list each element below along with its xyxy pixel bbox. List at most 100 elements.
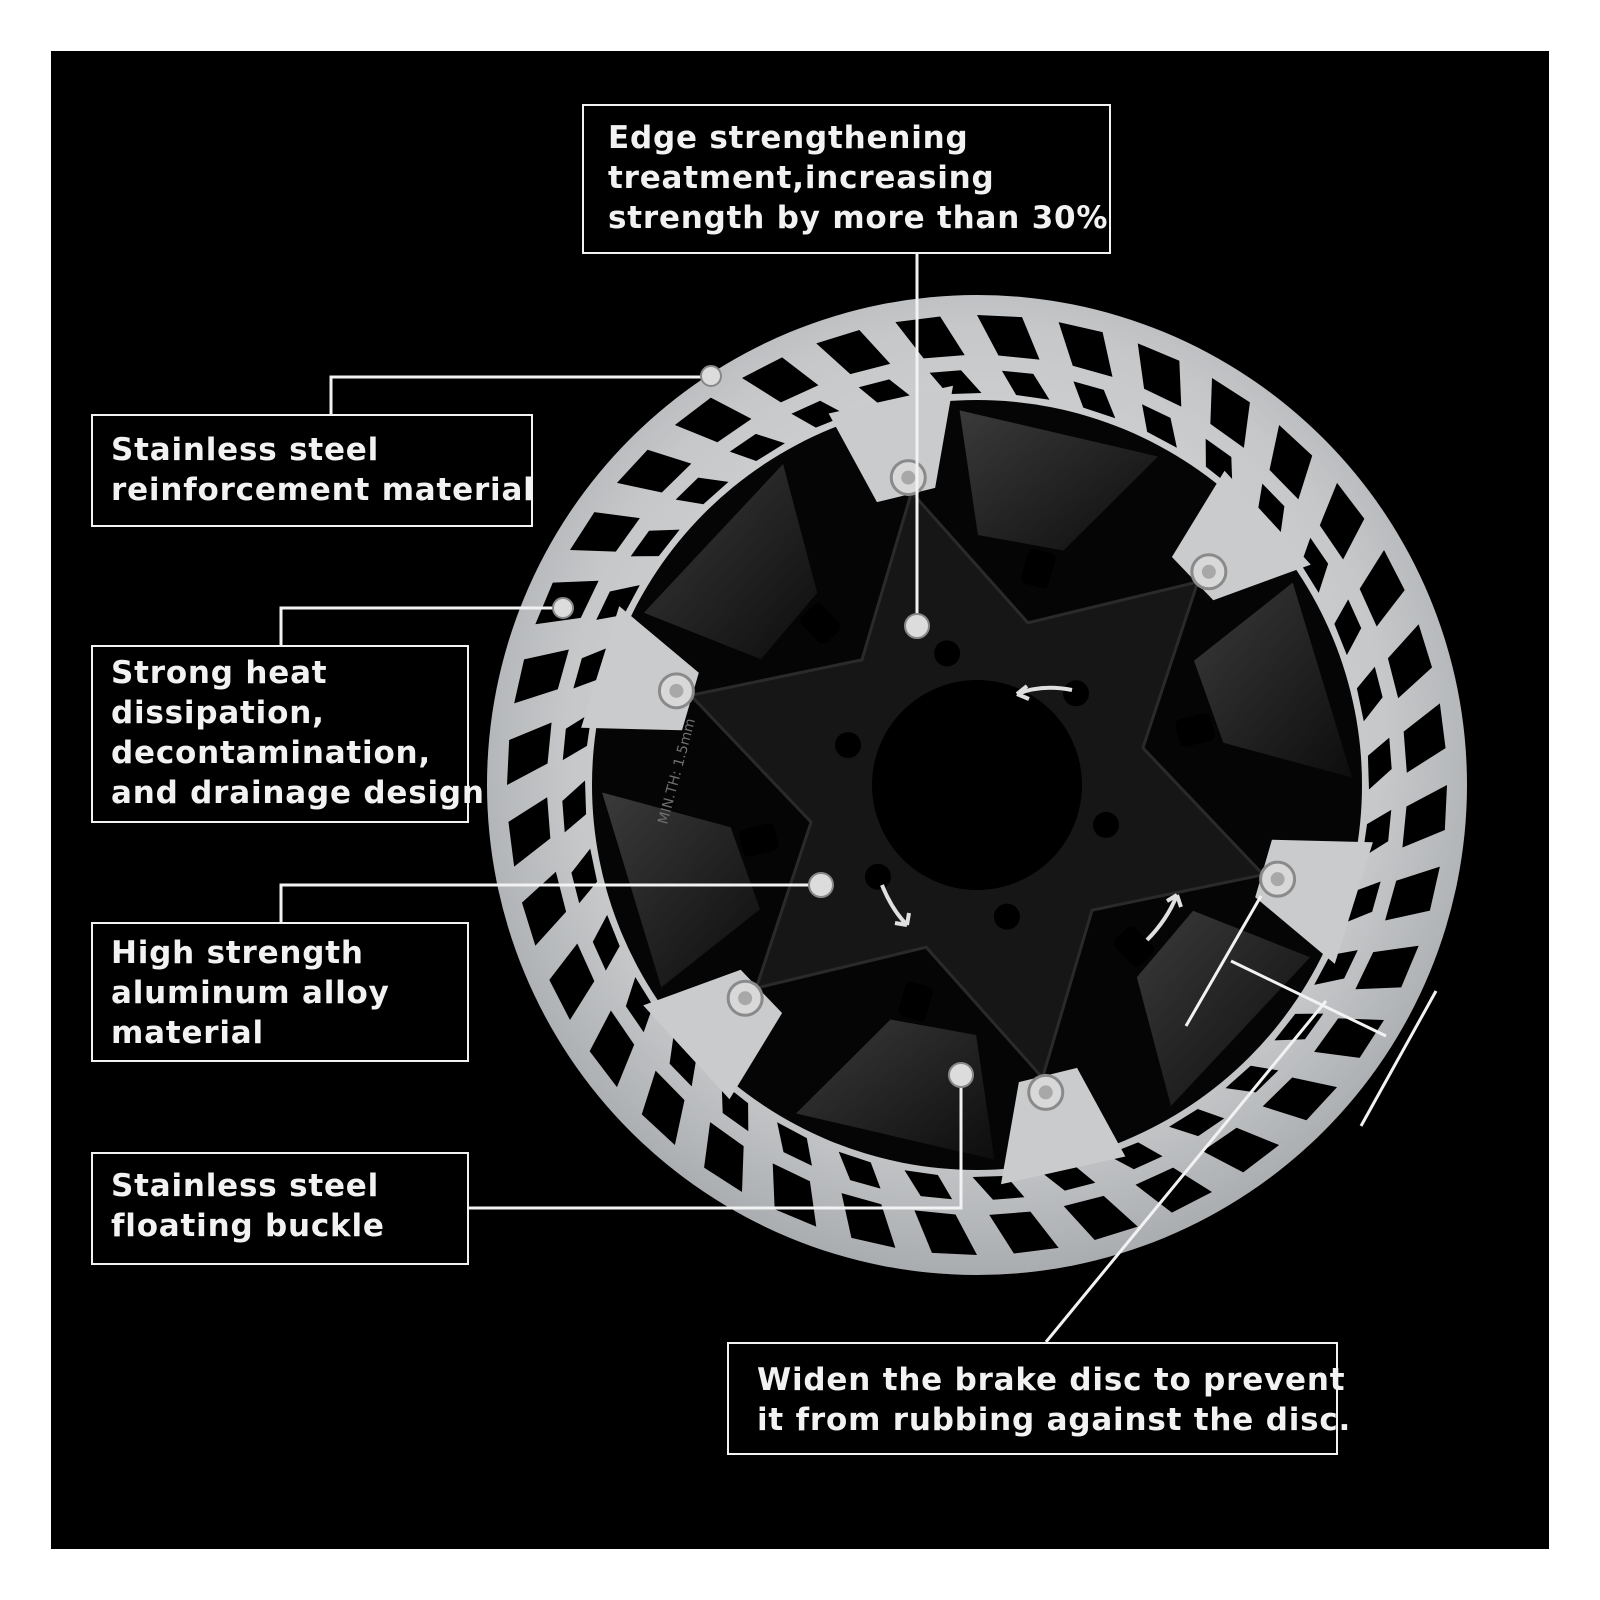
vent-slot — [521, 871, 567, 946]
floating-rivets — [657, 459, 1297, 1111]
callout-line: decontamination, — [111, 735, 431, 771]
callout-line: it from rubbing against the disc. — [757, 1402, 1352, 1438]
spider-cutout — [898, 981, 933, 1022]
vent-slot — [904, 1170, 953, 1200]
vent-slot — [1403, 703, 1446, 773]
vent-slot — [625, 977, 654, 1033]
callout-line: aluminum alloy — [111, 975, 390, 1011]
vent-slot — [675, 477, 729, 505]
cooling-blades — [602, 410, 1352, 1160]
vent-slot — [838, 1151, 881, 1189]
callout-line: Strong heat — [111, 655, 328, 691]
cooling-blade — [959, 410, 1158, 551]
callout-line: Widen the brake disc to prevent — [757, 1362, 1346, 1398]
vent-slot — [1387, 624, 1433, 699]
rivet-center — [1038, 1085, 1053, 1100]
callout-line: reinforcement material — [111, 472, 535, 508]
vent-slot — [816, 329, 891, 375]
callout-edge-strengthening: Edge strengthening treatment,increasing … — [582, 104, 1111, 254]
vent-slot — [1402, 785, 1447, 848]
bolt-hole — [1063, 680, 1090, 707]
spider-cutout — [1021, 548, 1056, 589]
rotor-ring: MIN.TH: 1.5mm — [487, 295, 1467, 1275]
rotation-arrows — [880, 684, 1183, 942]
vent-slot — [569, 512, 640, 552]
vent-slot — [1058, 322, 1113, 377]
vent-slot — [1135, 1167, 1212, 1213]
bolt-hole — [993, 903, 1020, 930]
vent-slot — [641, 1070, 685, 1146]
bolt-hole — [864, 863, 891, 890]
vent-slot — [1106, 1142, 1163, 1170]
callout-line: strength by more than 30% — [608, 200, 1109, 236]
callout-aluminum-alloy: High strength aluminum alloy material — [91, 922, 469, 1062]
vent-slot — [1269, 424, 1313, 500]
callout-line: dissipation, — [111, 695, 325, 731]
vent-slot — [972, 1175, 1025, 1200]
vent-slot — [1001, 370, 1050, 400]
vent-slot — [704, 1122, 744, 1193]
vent-slot — [895, 316, 965, 359]
anchor-dots — [552, 365, 974, 1088]
cooling-blade — [643, 464, 818, 660]
vent-slot — [616, 449, 692, 493]
callout-line: and drainage design — [111, 775, 485, 811]
vent-slot — [514, 649, 569, 704]
vent-slot — [1356, 666, 1383, 722]
vent-slot — [507, 722, 552, 785]
vent-slot — [1343, 881, 1381, 924]
vent-slot — [1202, 1127, 1280, 1173]
ventilation-holes — [507, 315, 1447, 1255]
vent-slot — [777, 1122, 812, 1166]
callout-stainless-reinforcement: Stainless steel reinforcement material — [91, 414, 535, 527]
vent-slot — [1210, 377, 1250, 448]
cooling-blade — [1193, 582, 1352, 778]
vent-slot — [791, 400, 848, 428]
vent-slot — [1063, 1195, 1138, 1241]
callout-line: floating buckle — [111, 1208, 385, 1244]
vent-slot — [1073, 381, 1116, 419]
vent-slot — [1300, 537, 1329, 593]
vent-slot — [1385, 866, 1440, 921]
brake-disc-illustration: MIN.TH: 1.5mm — [279, 252, 1467, 1343]
vent-slot — [989, 1211, 1059, 1254]
callout-heat-dissipation: Strong heat dissipation, decontamination… — [91, 645, 485, 823]
vent-slot — [1225, 1065, 1279, 1093]
vent-slot — [914, 1210, 977, 1255]
callout-line: Stainless steel — [111, 1168, 380, 1204]
callout-widen-disc: Widen the brake disc to prevent it from … — [727, 1342, 1352, 1455]
vent-slot — [630, 529, 680, 557]
spider-cutout — [800, 603, 841, 644]
spider-cutout — [1175, 713, 1215, 747]
vent-slot — [674, 397, 752, 443]
callout-floating-buckle: Stainless steel floating buckle — [91, 1152, 469, 1265]
vent-slot — [1142, 404, 1177, 448]
callout-line: Stainless steel — [111, 432, 380, 468]
vent-slot — [772, 1163, 817, 1227]
spider-cutout — [1113, 926, 1154, 967]
bolt-hole — [835, 732, 862, 759]
vent-slot — [742, 357, 819, 403]
vent-slot — [573, 646, 611, 689]
cooling-blade — [602, 792, 761, 988]
vent-slot — [1355, 945, 1419, 990]
vent-slot — [1359, 550, 1405, 627]
rivet-center — [669, 683, 684, 698]
product-panel: MIN.TH: 1.5mm — [51, 51, 1549, 1549]
rivet-center — [901, 470, 916, 485]
spider-cutout — [739, 823, 779, 857]
vent-slot — [1262, 1077, 1338, 1121]
vent-slot — [571, 848, 598, 904]
vent-slot — [1367, 737, 1392, 790]
vent-slot — [596, 585, 640, 620]
vent-slot — [589, 1010, 635, 1088]
vent-slot — [929, 370, 982, 395]
cooling-blade — [796, 1019, 995, 1160]
vent-slot — [562, 780, 587, 833]
cooling-blade — [1136, 910, 1311, 1106]
bolt-hole — [1092, 811, 1119, 838]
bolt-hole — [934, 640, 961, 667]
vent-slot — [1334, 599, 1362, 656]
vent-slot — [1319, 482, 1365, 560]
callout-line: High strength — [111, 935, 364, 971]
